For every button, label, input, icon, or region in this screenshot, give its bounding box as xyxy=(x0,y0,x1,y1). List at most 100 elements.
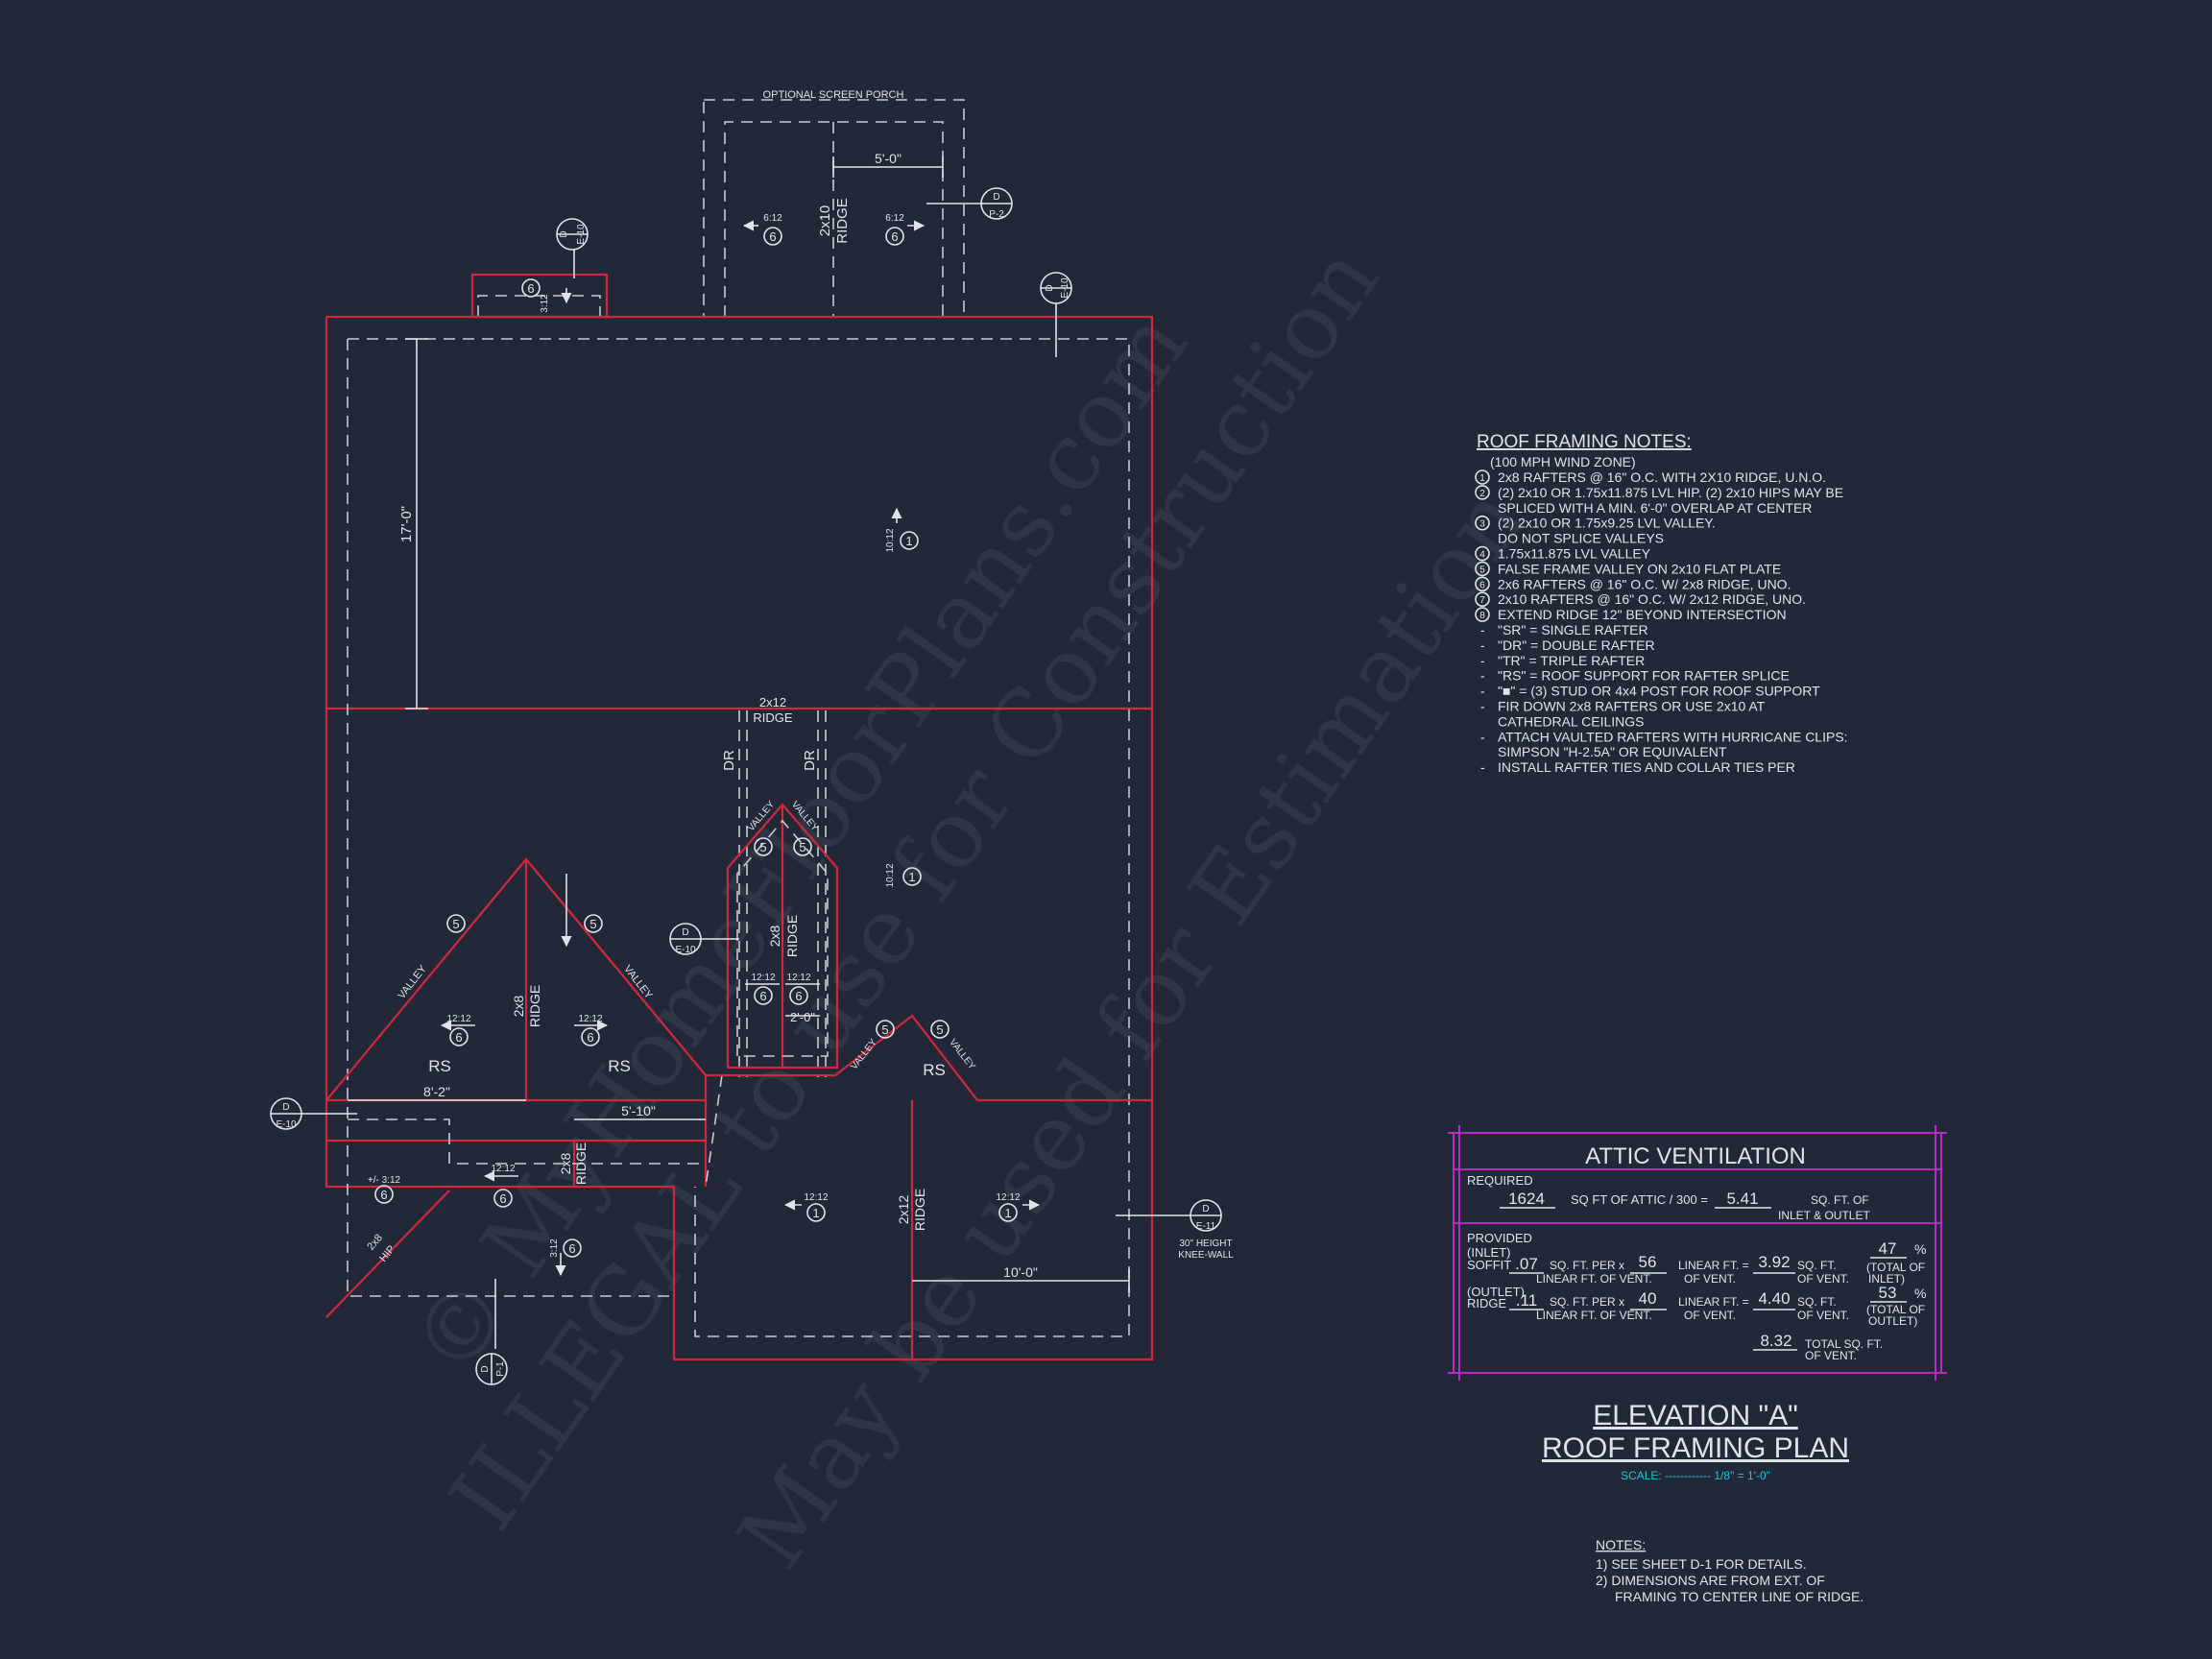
upper-pitch: 10:12 1 xyxy=(885,507,919,553)
callout-bottom-d: D xyxy=(480,1365,491,1372)
note-line: INSTALL RAFTER TIES AND COLLAR TIES PER xyxy=(1498,759,1795,775)
ll-pitch: 12:12 xyxy=(491,1164,515,1174)
callout-bottom-ref: P-1 xyxy=(495,1361,506,1377)
rw-tag-1-right: 1 xyxy=(1004,1206,1011,1220)
dormer-pitch-right: 12:12 xyxy=(786,973,810,983)
callout-center-ref: E-10 xyxy=(675,945,696,955)
dormer-ridge-label: RIDGE xyxy=(784,915,800,957)
dormer-tag-6-right: 6 xyxy=(795,989,802,1003)
ll-pitch-3-12: 3:12 xyxy=(549,1238,560,1258)
attic-req-unit1: SQ. FT. OF xyxy=(1811,1193,1869,1207)
attic-required: REQUIRED xyxy=(1467,1173,1533,1188)
attic-total-sqft: TOTAL SQ. FT. xyxy=(1805,1337,1883,1351)
attic-title: ATTIC VENTILATION xyxy=(1585,1143,1806,1169)
scale-label: SCALE: ------------ 1/8" = 1'-0" xyxy=(1621,1469,1770,1482)
attic-provided: PROVIDED xyxy=(1467,1231,1532,1245)
attic-soffit-sqft: SQ. FT. xyxy=(1797,1259,1837,1272)
note-number-circle xyxy=(1475,591,1490,608)
rw-tag-5b: 5 xyxy=(936,1022,943,1037)
attic-ridge-pct: 53 xyxy=(1879,1284,1897,1302)
porch-pitch-right: 6:12 xyxy=(885,213,904,224)
attic-soffit-area: 3.92 xyxy=(1758,1253,1790,1271)
title-block: ELEVATION "A" ROOF FRAMING PLAN SCALE: -… xyxy=(1542,1400,1849,1482)
mid-tag: 1 xyxy=(908,870,915,884)
left-tag-5b: 5 xyxy=(589,917,596,931)
title-line-2: ROOF FRAMING PLAN xyxy=(1542,1432,1849,1464)
callout-center: D E-10 xyxy=(669,923,739,955)
note-line: CATHEDRAL CEILINGS xyxy=(1498,713,1644,729)
note-number: 2 xyxy=(1479,489,1485,499)
top-bump: 6 3:12 xyxy=(470,273,609,319)
attic-ridge: RIDGE xyxy=(1467,1296,1507,1310)
note-bullet: - xyxy=(1480,668,1485,684)
callout-top-right: D E-10 xyxy=(1040,272,1072,357)
attic-ridge-sqftper: SQ. FT. PER x xyxy=(1550,1295,1624,1309)
dim-17: 17'-0" xyxy=(398,338,428,709)
ll-tag: 6 xyxy=(499,1191,506,1206)
note-line: 2x6 RAFTERS @ 16" O.C. W/ 2x8 RIDGE, UNO… xyxy=(1498,576,1791,591)
attic-total-of-inlet: (TOTAL OF xyxy=(1866,1261,1925,1274)
upper-pitch-text: 10:12 xyxy=(885,528,896,552)
attic-total-of-outlet: (TOTAL OF xyxy=(1866,1303,1925,1316)
roof-plan-drawing: OPTIONAL SCREEN PORCH 5'-0" 2x10 RIDGE 6… xyxy=(270,89,1234,1385)
watermark: © MyHomeFloorPlans.com ILLEGAL to use fo… xyxy=(391,228,1546,1588)
sheet-note-2: 2) DIMENSIONS ARE FROM EXT. OF xyxy=(1596,1573,1825,1588)
note-line: ATTACH VAULTED RAFTERS WITH HURRICANE CL… xyxy=(1498,729,1848,744)
note-line: "TR" = TRIPLE RAFTER xyxy=(1498,653,1645,668)
note-number-circle xyxy=(1475,469,1490,485)
sheet-note-3: FRAMING TO CENTER LINE OF RIDGE. xyxy=(1615,1589,1863,1604)
note-bullet: - xyxy=(1480,622,1485,637)
note-bullet: - xyxy=(1480,637,1485,653)
callout-porch-ref: P-2 xyxy=(989,209,1004,220)
screen-porch: OPTIONAL SCREEN PORCH 5'-0" 2x10 RIDGE 6… xyxy=(703,89,965,318)
mid-pitch-text: 10:12 xyxy=(885,863,896,887)
attic-inlet-close: INLET) xyxy=(1868,1272,1905,1286)
attic-soffit-linft: LINEAR FT. = xyxy=(1678,1259,1749,1272)
attic-inlet: (INLET) xyxy=(1467,1245,1511,1260)
note-bullet: - xyxy=(1480,729,1485,744)
center-dormer: 2x12 RIDGE DR DR VALLEY VALLEY 5 5 2x8 R… xyxy=(721,695,839,1077)
callout-top-left: D E-10 xyxy=(556,218,589,278)
note-line: DO NOT SPLICE VALLEYS xyxy=(1498,531,1664,546)
notes-box-title: ROOF FRAMING NOTES: xyxy=(1477,432,1692,452)
attic-ridge-lin-vent: LINEAR FT. OF VENT. xyxy=(1536,1309,1652,1322)
callout-center-d: D xyxy=(682,927,688,938)
bump-pitch: 3:12 xyxy=(540,294,550,313)
detail-callouts: D E-10 D P-2 D E-10 D E-10 xyxy=(270,187,1234,1385)
sheet-notes: NOTES: 1) SEE SHEET D-1 FOR DETAILS. 2) … xyxy=(1596,1537,1863,1604)
note-line: SIMPSON "H-2.5A" OR EQUIVALENT xyxy=(1498,744,1727,759)
callout-right: D E-11 30" HEIGHT KNEE-WALL xyxy=(1116,1199,1234,1261)
callout-porch: D P-2 xyxy=(926,187,1013,220)
callout-tr-d: D xyxy=(1045,284,1055,291)
callout-left: D E-10 xyxy=(270,1097,357,1130)
note-line: 2x10 RAFTERS @ 16" O.C. W/ 2x12 RIDGE, U… xyxy=(1498,591,1806,607)
attic-soffit-lin-vent: LINEAR FT. OF VENT. xyxy=(1536,1272,1652,1286)
dormer-tag-6-left: 6 xyxy=(759,989,766,1003)
attic-ridge-pct-sign: % xyxy=(1914,1286,1926,1301)
porch-ridge-size: 2x10 xyxy=(817,205,833,237)
attic-soffit-ofvent: OF VENT. xyxy=(1684,1272,1736,1286)
attic-soffit-val: .07 xyxy=(1515,1255,1538,1273)
dim-17-text: 17'-0" xyxy=(398,506,415,542)
left-tag-5a: 5 xyxy=(452,917,459,931)
attic-soffit-lin: 56 xyxy=(1639,1253,1657,1271)
note-number: 8 xyxy=(1479,611,1485,621)
note-number: 7 xyxy=(1479,595,1485,606)
porch-pitch-left: 6:12 xyxy=(763,213,782,224)
ll-ridge-size: 2x8 xyxy=(558,1153,573,1175)
note-number: 3 xyxy=(1479,519,1485,530)
roof-framing-notes: ROOF FRAMING NOTES: (100 MPH WIND ZONE) … xyxy=(1475,432,1848,775)
ll-ridge-label: RIDGE xyxy=(573,1142,589,1185)
dim-2-0: 2'-0" xyxy=(790,1010,815,1024)
left-tag-6a: 6 xyxy=(455,1030,462,1045)
right-wing: 5 5 VALLEY VALLEY RS 2x12 RIDGE 12:12 1 … xyxy=(706,1014,1130,1292)
note-number-circle xyxy=(1475,607,1490,622)
left-gable: VALLEY VALLEY 5 5 2x8 RIDGE 12:12 6 12:1… xyxy=(325,857,723,1188)
attic-total-vent: OF VENT. xyxy=(1805,1349,1857,1362)
note-line: EXTEND RIDGE 12" BEYOND INTERSECTION xyxy=(1498,607,1787,622)
note-bullet: - xyxy=(1480,699,1485,714)
note-line: (2) 2x10 OR 1.75x11.875 LVL HIP. (2) 2x1… xyxy=(1498,485,1843,500)
roof-outline xyxy=(325,315,1154,1361)
dr-right: DR xyxy=(802,750,818,771)
note-line: "DR" = DOUBLE RAFTER xyxy=(1498,637,1655,653)
